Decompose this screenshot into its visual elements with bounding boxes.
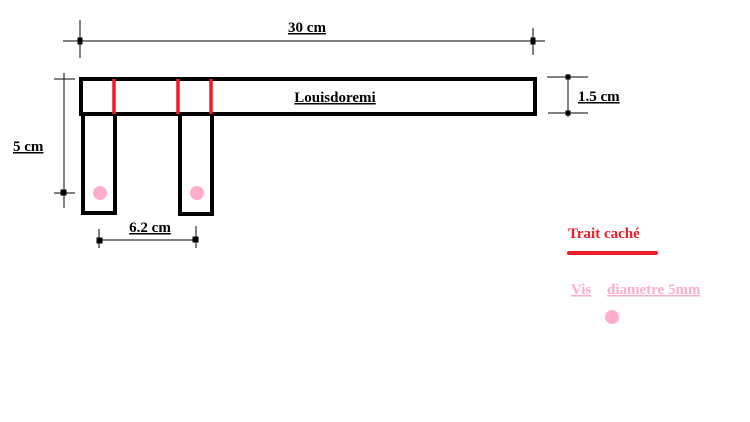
part-label: Louisdoremi xyxy=(294,90,375,106)
screw-hole-right xyxy=(190,186,204,200)
dimension-1-5cm xyxy=(547,74,588,117)
legend-hidden-line-label: Trait caché xyxy=(568,226,640,242)
legend-screw-diameter-label: diametre 5mm xyxy=(607,282,701,298)
legend: Trait caché Vis diametre 5mm xyxy=(567,226,701,324)
right-leg xyxy=(178,114,214,216)
dimension-label-thickness: 1.5 cm xyxy=(578,89,620,105)
left-leg xyxy=(81,114,117,215)
part-outline xyxy=(79,77,537,216)
dimension-label-length: 30 cm xyxy=(288,20,326,36)
dimension-5cm xyxy=(54,73,75,208)
dimension-30cm xyxy=(63,20,545,58)
screw-hole-left xyxy=(93,186,107,200)
legend-screw-label: Vis xyxy=(571,282,591,298)
top-bar xyxy=(79,77,537,116)
dimension-6-2cm xyxy=(96,226,199,248)
legend-screw-swatch xyxy=(605,310,619,324)
dimension-label-spacing: 6.2 cm xyxy=(129,220,171,236)
hidden-lines xyxy=(112,79,213,114)
dimension-label-height: 5 cm xyxy=(13,139,44,155)
